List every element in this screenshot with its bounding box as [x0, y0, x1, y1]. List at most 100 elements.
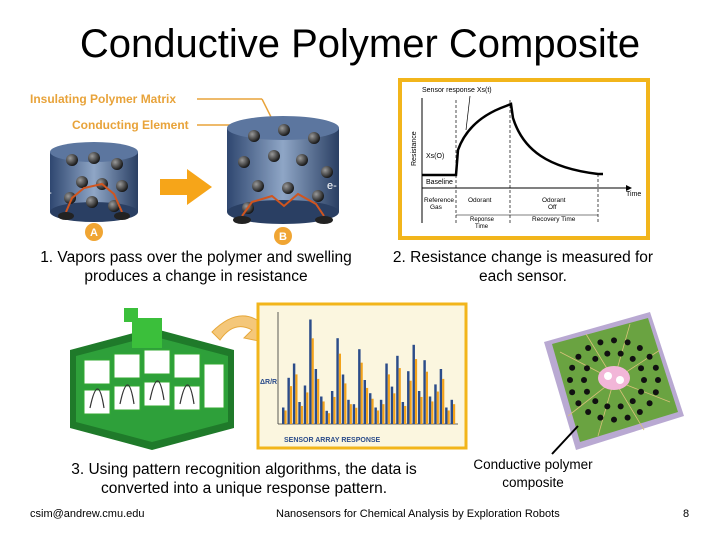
chip-sensor-dot: [567, 377, 573, 383]
array-bar: [292, 363, 296, 424]
chip-sensor-dot: [592, 355, 599, 362]
array-bar: [385, 363, 388, 424]
chip-sensor-dot: [641, 377, 647, 383]
array-bar-shadow: [431, 401, 434, 424]
response-curve: [422, 102, 603, 177]
array-bar: [390, 386, 394, 424]
sensor-array-figure: ΔR/R SENSOR ARRAY RESPONSE: [70, 302, 468, 450]
chip-sensor-dot: [581, 377, 587, 383]
polymer-chip-figure: [544, 312, 684, 455]
array-bar: [434, 384, 437, 424]
array-bar: [407, 371, 410, 424]
svg-text:Reponse: Reponse: [470, 217, 495, 223]
chip-sensor-dot: [592, 398, 599, 405]
array-bar-shadow: [338, 353, 341, 424]
array-y-label: ΔR/R: [260, 379, 277, 386]
array-bar: [417, 391, 421, 424]
array-bar-shadow: [322, 401, 325, 424]
array-bar-shadow: [404, 405, 407, 424]
array-bar-shadow: [295, 374, 298, 424]
page-number: 8: [683, 508, 690, 520]
chip-sensor-dot: [604, 350, 611, 357]
array-bar-shadow: [284, 410, 287, 424]
array-bar-shadow: [333, 396, 336, 424]
array-bar-shadow: [327, 413, 331, 424]
chip-sensor-dot: [569, 364, 576, 371]
array-bar: [369, 393, 372, 424]
chip-sensor-dot: [652, 364, 659, 371]
array-bar-shadow: [382, 404, 385, 424]
array-bar: [303, 385, 307, 424]
array-bar-shadow: [387, 374, 390, 424]
array-bar-shadow: [289, 386, 293, 424]
svg-text:Odorant: Odorant: [542, 197, 566, 204]
array-bar: [450, 399, 454, 424]
array-bar: [423, 360, 426, 424]
array-bar: [445, 407, 448, 424]
sensor-board: [70, 308, 234, 450]
chip-sensor-dot: [629, 398, 636, 405]
array-bar-shadow: [436, 391, 439, 424]
chip-sensor-dot: [652, 389, 659, 396]
chip-sensor-dot: [617, 350, 624, 357]
array-bar-shadow: [414, 359, 418, 424]
resistance-label: Resistance: [411, 131, 418, 166]
array-bar-shadow: [425, 371, 428, 424]
caption-chip: Conductive polymer composite: [473, 457, 593, 490]
chip-sensor-dot: [583, 388, 590, 395]
array-bar-shadow: [311, 338, 314, 424]
element-label: Conducting Element: [72, 118, 189, 132]
polymer-swelling-figure: Insulating Polymer Matrix Conducting Ele…: [30, 92, 339, 245]
chip-sensor-dot: [583, 365, 590, 372]
array-bar: [401, 402, 405, 424]
array-bar-shadow: [409, 380, 412, 424]
marker-a: A: [90, 227, 98, 239]
svg-text:e-: e-: [327, 180, 337, 192]
arrow-icon: [160, 169, 212, 205]
array-bar: [439, 369, 443, 424]
array-bar: [314, 369, 318, 424]
array-bar: [330, 391, 334, 424]
svg-text:Reference: Reference: [424, 197, 454, 204]
baseline-label: Baseline: [426, 179, 453, 186]
chip-sensor-dot: [646, 400, 653, 407]
array-bar: [352, 404, 356, 424]
odorant-label: Odorant: [468, 197, 492, 204]
array-bar: [428, 396, 432, 424]
chip-sensor-dot: [638, 365, 645, 372]
array-bar: [363, 380, 367, 424]
array-bar-shadow: [371, 398, 374, 424]
chip-sensor-dot: [604, 403, 611, 410]
chip-sensor-dot: [597, 339, 604, 346]
array-bar: [358, 349, 361, 424]
array-bar-shadow: [447, 410, 450, 424]
array-bar-shadow: [349, 404, 352, 424]
chip-sensor-dot: [597, 414, 604, 421]
chip-sensor-dot: [629, 355, 636, 362]
array-x-label: SENSOR ARRAY RESPONSE: [284, 437, 381, 444]
array-bar: [347, 399, 350, 424]
array-bar-shadow: [344, 383, 347, 424]
array-bar: [325, 410, 328, 424]
matrix-label: Insulating Polymer Matrix: [30, 92, 176, 106]
caption-step-3: 3. Using pattern recognition algorithms,…: [71, 461, 417, 497]
time-label: Time: [626, 191, 641, 198]
caption-step-1: 1. Vapors pass over the polymer and swel…: [40, 249, 352, 285]
array-bar: [287, 377, 290, 424]
array-bar: [320, 396, 323, 424]
chip-sensor-dot: [617, 403, 624, 410]
cylinder-a: e- A: [42, 142, 138, 241]
chip-sensor-dot: [655, 377, 661, 383]
chip-sensor-dot: [585, 344, 592, 351]
chip-sensor-dot: [569, 389, 576, 396]
array-bar-shadow: [376, 410, 380, 424]
array-bar-shadow: [420, 396, 423, 424]
array-bar-shadow: [317, 378, 320, 424]
array-bar: [298, 402, 301, 424]
marker-b: B: [279, 231, 287, 243]
array-bar-shadow: [366, 387, 369, 424]
array-bar-shadow: [398, 368, 401, 424]
svg-text:Off: Off: [548, 204, 557, 211]
sensor-response-figure: Sensor response Xs(t) Resistance Time Xs…: [398, 78, 650, 240]
chip-sensor-dot: [624, 414, 631, 421]
